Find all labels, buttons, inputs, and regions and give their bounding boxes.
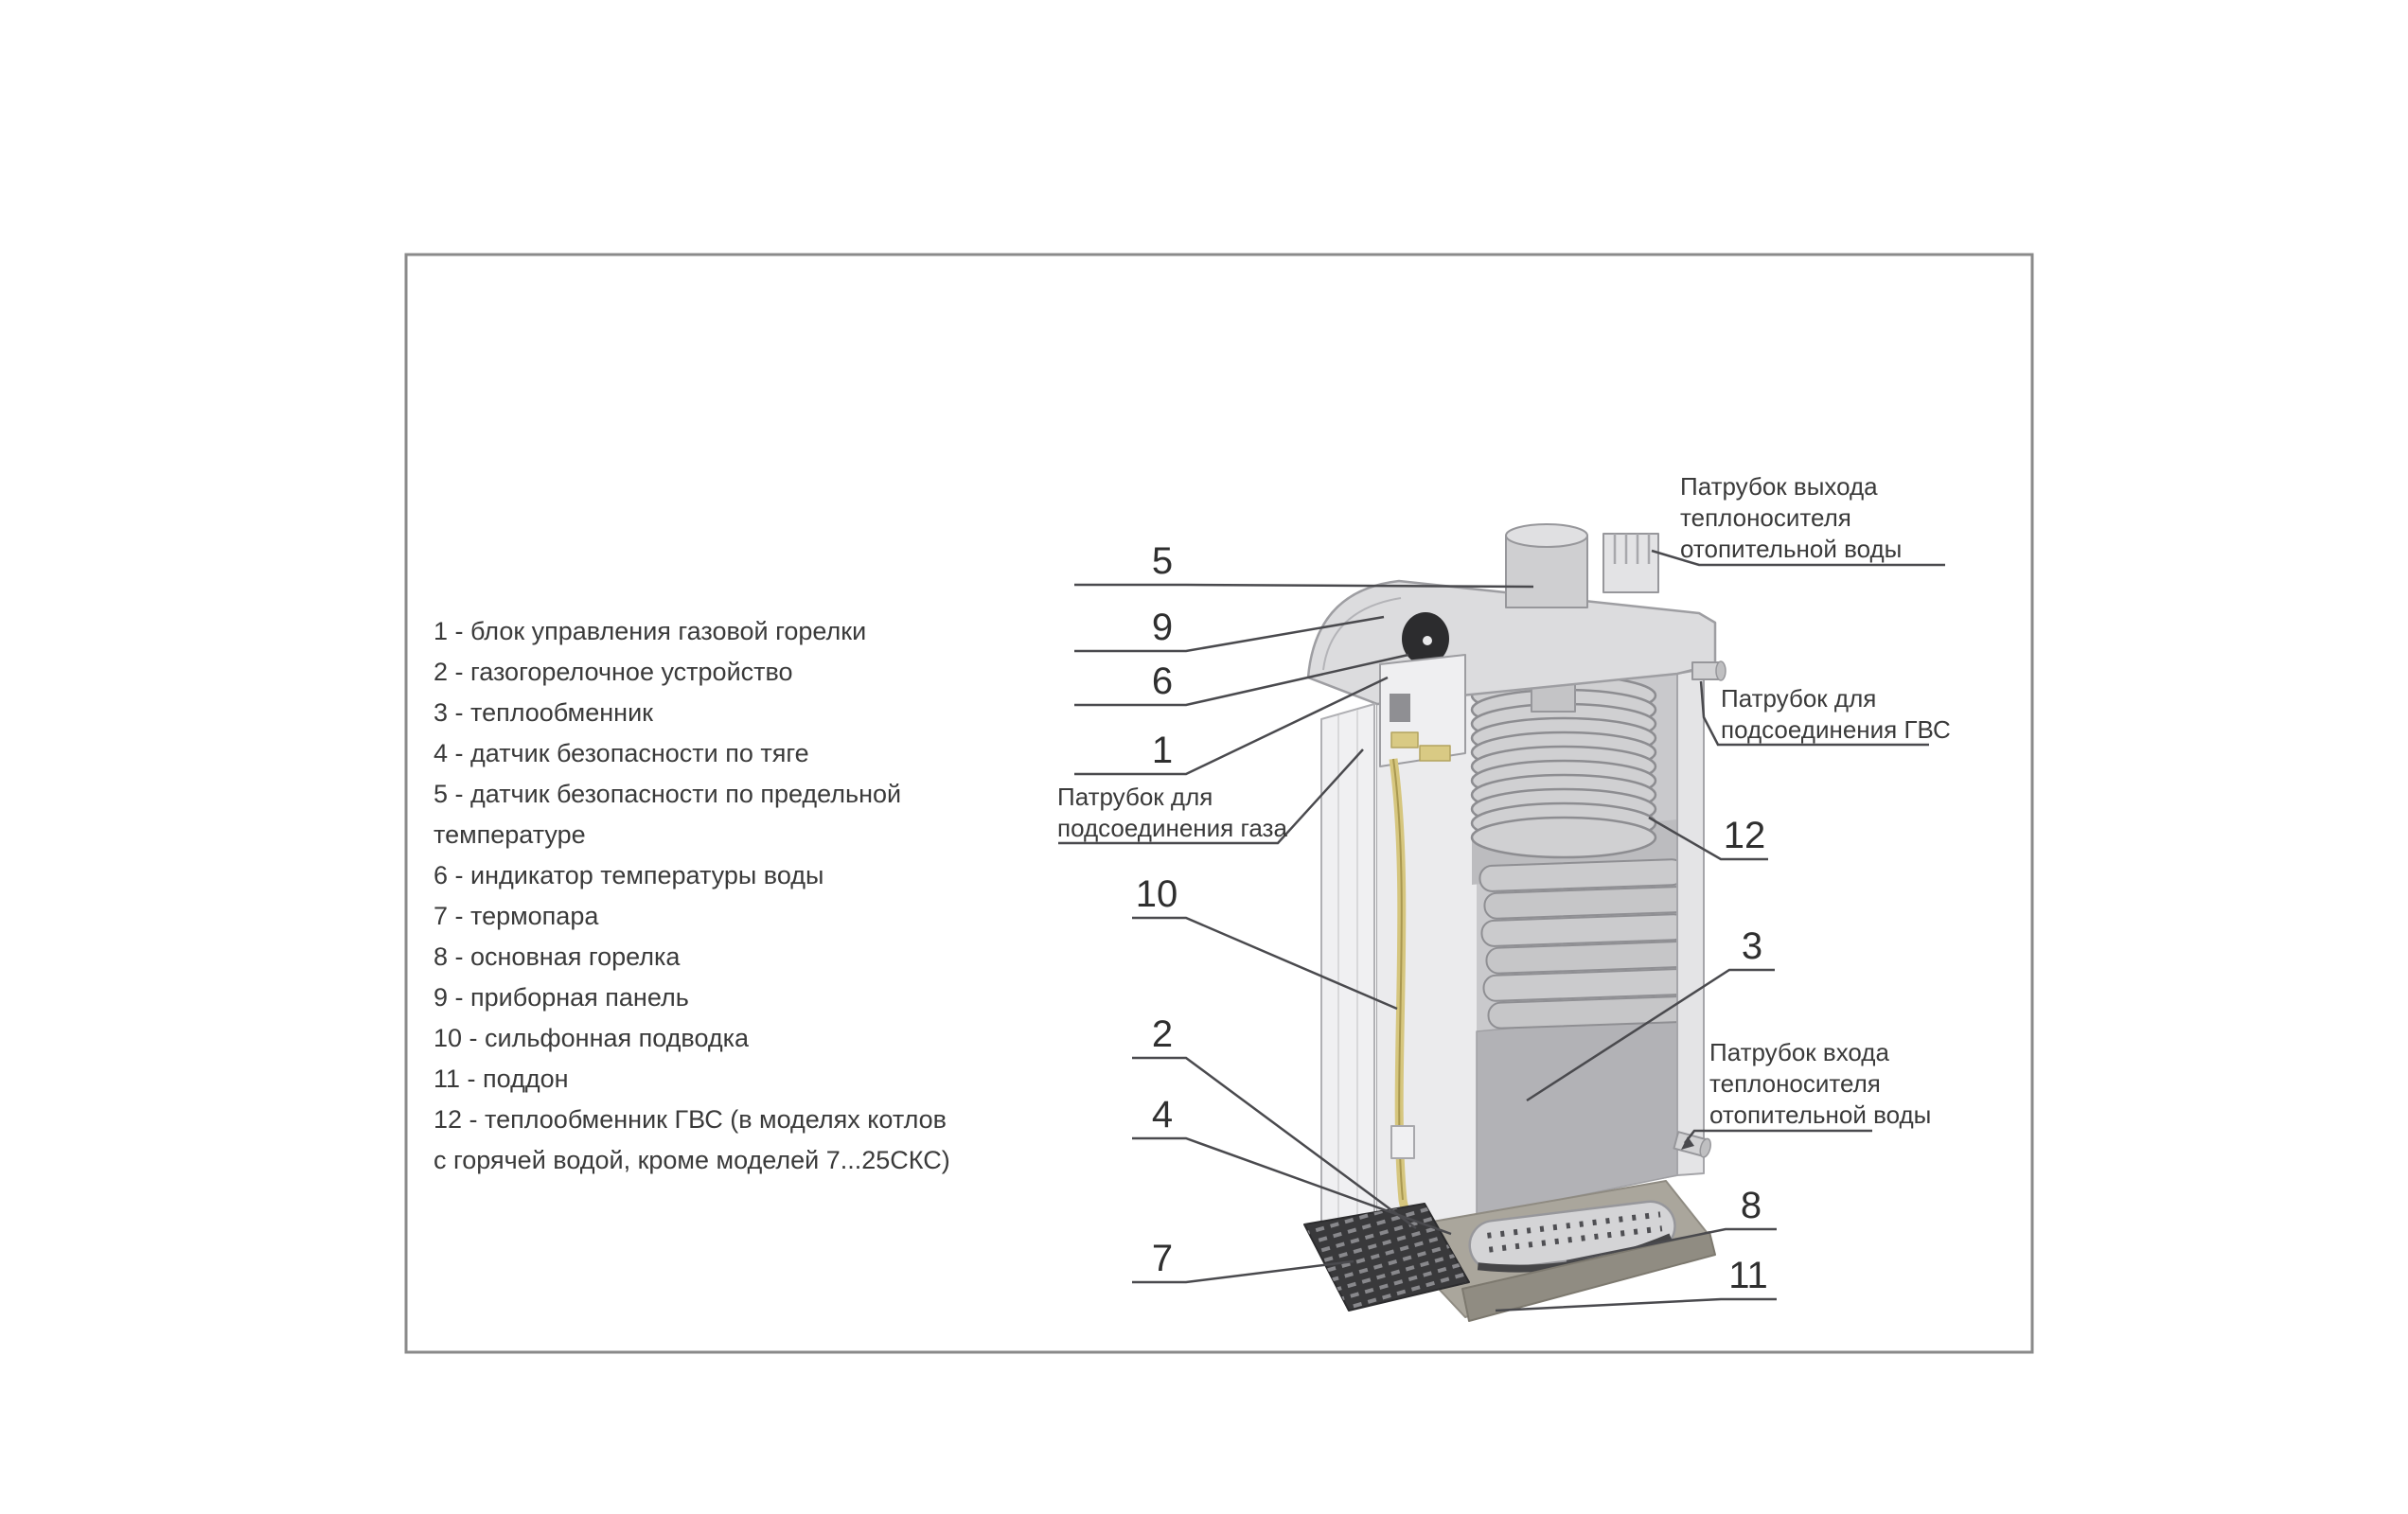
- heat-exchanger-tubes: [1478, 858, 1694, 1030]
- callout-3: 3: [1741, 925, 1763, 967]
- inlet-arrowhead: [1681, 1136, 1694, 1150]
- left-side-wall: [1320, 703, 1375, 1254]
- label-gas-port: Патрубок для подсоединения газа: [1057, 783, 1287, 842]
- leader-6: [1074, 653, 1409, 707]
- legend-item-5: 5 - датчик безопасности по предельной те…: [434, 780, 902, 849]
- legend-item-8: 8 - основная горелка: [434, 942, 681, 971]
- leader-1: [1074, 676, 1389, 776]
- callout-7: 7: [1151, 1238, 1174, 1279]
- legend-item-7: 7 - термопара: [434, 902, 599, 930]
- label-inlet-port: Патрубок входа теплоносителя отопительно…: [1709, 1038, 1932, 1129]
- callout-6: 6: [1151, 660, 1174, 702]
- indicator-hub: [1423, 636, 1432, 645]
- leader-lines: [1058, 549, 1945, 1312]
- callout-11: 11: [1728, 1255, 1768, 1296]
- leader-12: [1648, 816, 1768, 861]
- legend-item-2: 2 - газогорелочное устройство: [434, 658, 793, 686]
- dome-curve-line: [1322, 597, 1402, 671]
- legend-item-9: 9 - приборная панель: [434, 983, 689, 1012]
- leader-4: [1132, 1136, 1452, 1236]
- label-outlet-port: Патрубок выхода теплоносителя отопительн…: [1680, 472, 1903, 563]
- callout-1: 1: [1151, 730, 1174, 771]
- leader-3: [1526, 968, 1775, 1102]
- label-dhw-port: Патрубок для подсоединения ГВС: [1721, 684, 1951, 744]
- legend-item-4: 4 - датчик безопасности по тяге: [434, 739, 809, 767]
- callout-8: 8: [1740, 1185, 1762, 1226]
- outlet-connector: [1602, 533, 1659, 593]
- leader-inlet-port: [1684, 1129, 1872, 1144]
- burner-grate: [1303, 1203, 1470, 1312]
- legend-item-10: 10 - сильфонная подводка: [434, 1024, 750, 1052]
- callout-10: 10: [1135, 873, 1178, 915]
- leader-outlet-port: [1651, 549, 1945, 567]
- leader-gas-port: [1058, 748, 1364, 845]
- control-block: [1379, 654, 1466, 767]
- leader-5: [1074, 583, 1534, 589]
- callout-5: 5: [1151, 540, 1174, 582]
- callout-2: 2: [1151, 1013, 1174, 1055]
- right-jacket-panel: [1676, 668, 1705, 1176]
- boiler-body: [1303, 523, 1726, 1322]
- hose-fitting: [1390, 1125, 1415, 1159]
- leader-11: [1495, 1297, 1777, 1312]
- callout-12: 12: [1723, 815, 1766, 856]
- figure-border: [404, 253, 2034, 1354]
- leader-10: [1132, 916, 1398, 1011]
- leader-8: [1566, 1227, 1777, 1263]
- dome-edge-line: [1307, 677, 1378, 705]
- legend-item-11: 11 - поддон: [434, 1065, 569, 1093]
- parts-legend: 1 - блок управления газовой горелки 2 - …: [434, 611, 964, 1181]
- dhw-nipple: [1691, 660, 1726, 681]
- leader-9: [1074, 615, 1385, 653]
- leader-dhw-port: [1699, 680, 1929, 747]
- legend-item-1: 1 - блок управления газовой горелки: [434, 617, 867, 645]
- legend-item-3: 3 - теплообменник: [434, 698, 653, 727]
- callout-9: 9: [1151, 607, 1174, 648]
- leader-2: [1132, 1056, 1417, 1230]
- flue-pipe-top: [1505, 523, 1588, 548]
- callout-4: 4: [1151, 1094, 1174, 1136]
- leader-7: [1132, 1259, 1354, 1284]
- pan-front-lip: [1461, 1231, 1716, 1322]
- legend-item-12: 12 - теплообменник ГВС (в моделях котлов…: [434, 1105, 950, 1174]
- legend-item-6: 6 - индикатор температуры воды: [434, 861, 824, 889]
